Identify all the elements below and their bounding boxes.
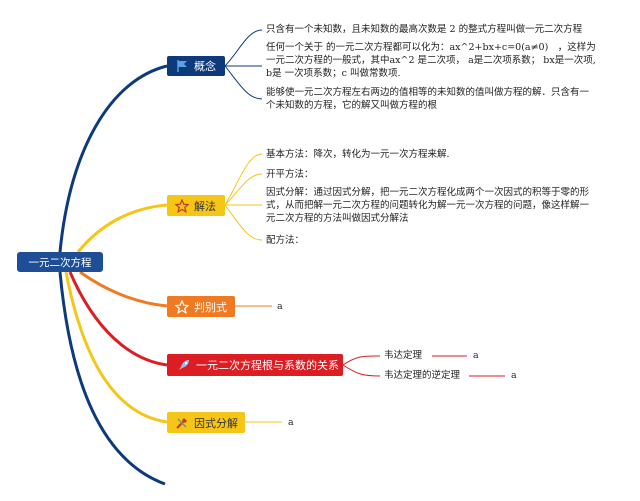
tools-icon: [175, 416, 189, 430]
root-node[interactable]: 一元二次方程: [17, 252, 103, 272]
flag-icon: [175, 59, 189, 73]
root-label: 一元二次方程: [28, 256, 92, 269]
branch-discriminant-label: 判别式: [194, 300, 227, 314]
edge-root-roots: [68, 271, 168, 367]
method-leaf-basic[interactable]: 基本方法：降次，转化为一元一次方程来解.: [266, 149, 450, 160]
discriminant-leaf[interactable]: a: [277, 301, 283, 312]
edge-method-leaf-4: [224, 204, 263, 241]
branch-factor[interactable]: 因式分解: [167, 412, 245, 433]
edge-root-method: [76, 203, 168, 253]
concept-leaf-2[interactable]: 任何一个关于 的一元二次方程都可以化为：ax^2+bx+c=0(a≠0) ，这样…: [266, 42, 596, 79]
edge-concept-leaf-3: [224, 65, 263, 100]
edge-root-factor: [64, 271, 168, 424]
edge-method-leaf-2: [224, 173, 263, 206]
branch-concept-label: 概念: [194, 60, 216, 73]
edge-roots-leaf-2: [342, 364, 381, 377]
branch-roots-label: 一元二次方程根与系数的关系: [196, 359, 339, 372]
edge-root-tail: [58, 271, 166, 486]
roots-leaf-vieta-converse-value[interactable]: a: [511, 370, 517, 381]
edge-root-concept: [58, 64, 168, 253]
star-icon: [175, 198, 189, 213]
factor-leaf[interactable]: a: [288, 417, 294, 428]
branch-method-label: 解法: [194, 199, 216, 213]
method-leaf-sqrt[interactable]: 开平方法：: [266, 169, 314, 180]
branch-factor-label: 因式分解: [194, 416, 238, 430]
concept-leaf-3[interactable]: 能够使一元二次方程左右两边的值相等的未知数的值叫做方程的解．只含有一个未知数的方…: [266, 87, 590, 111]
edge-roots-leaf-1: [342, 355, 381, 366]
star-icon: [175, 299, 189, 314]
edge-root-discriminant: [79, 270, 168, 308]
roots-leaf-vieta-value[interactable]: a: [473, 350, 479, 361]
rocket-icon: [177, 358, 191, 372]
method-leaf-complete-square[interactable]: 配方法：: [266, 235, 305, 246]
branch-roots-relation[interactable]: 一元二次方程根与系数的关系: [167, 354, 343, 376]
branch-discriminant[interactable]: 判别式: [167, 296, 235, 317]
concept-leaf-1[interactable]: 只含有一个未知数，且未知数的最高次数是 2 的整式方程叫做一元二次方程: [266, 24, 583, 35]
roots-leaf-vieta[interactable]: 韦达定理: [384, 350, 423, 361]
branch-concept[interactable]: 概念: [167, 56, 225, 76]
branch-method[interactable]: 解法: [167, 195, 225, 216]
edge-method-leaf-1: [224, 153, 263, 206]
method-leaf-factor[interactable]: 因式分解：通过因式分解，把一元二次方程化成两个一次因式的积等于零的形式，从而把解…: [266, 187, 590, 224]
roots-leaf-vieta-converse[interactable]: 韦达定理的逆定理: [384, 370, 461, 381]
edge-concept-leaf-1: [224, 29, 263, 67]
